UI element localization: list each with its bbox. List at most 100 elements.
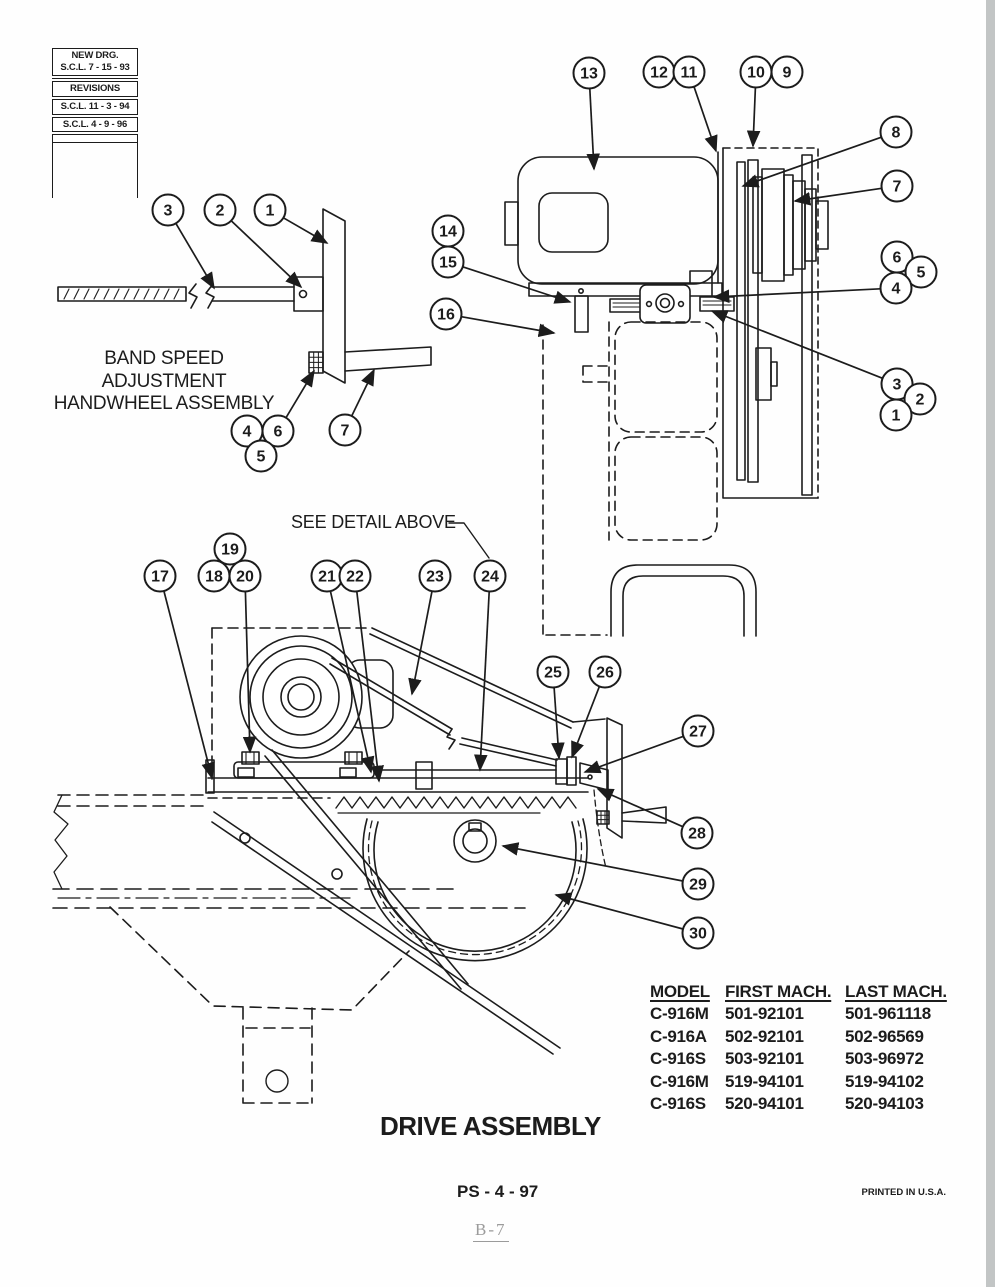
variable-speed-pulley — [752, 168, 829, 282]
callout-bubble — [904, 255, 938, 289]
callout-number: 6 — [893, 250, 902, 267]
callout-10: 10 — [739, 55, 773, 148]
handwheel-hub — [293, 276, 324, 312]
callout-29: 29 — [501, 842, 715, 901]
callout-number: 22 — [346, 569, 364, 586]
callout-number: 23 — [426, 569, 444, 586]
lower-bracket-hidden-outline — [109, 906, 410, 1104]
callout-leader-line — [554, 892, 684, 930]
callout-number: 21 — [318, 569, 336, 586]
callout-1: 1 — [879, 398, 913, 432]
threaded-rod — [57, 286, 187, 302]
callout-bubble — [261, 414, 295, 448]
callout-14: 14 — [431, 214, 465, 248]
callout-7: 7 — [328, 368, 375, 447]
wheel-hub — [453, 819, 497, 863]
callout-bubble — [213, 532, 247, 566]
callout-25: 25 — [536, 655, 570, 760]
callout-5: 5 — [904, 255, 938, 289]
callout-bubble — [672, 55, 706, 89]
callout-leader-line — [462, 265, 572, 304]
callout-leader-line — [242, 591, 257, 754]
callout-number: 27 — [689, 724, 707, 741]
mounting-plate — [207, 777, 589, 793]
callout-7: 7 — [793, 169, 914, 206]
callout-leader-line — [473, 591, 491, 772]
callout-number: 13 — [580, 66, 598, 83]
callout-15: 15 — [431, 245, 572, 304]
callout-bubble — [244, 439, 278, 473]
callout-leader-line — [329, 590, 375, 774]
handwheel-disc — [322, 208, 346, 384]
callout-number: 28 — [688, 826, 706, 843]
revision-block-tail — [52, 143, 138, 199]
callout-4: 4 — [230, 414, 264, 448]
callout-27: 27 — [583, 714, 715, 774]
callout-bubble — [770, 55, 804, 89]
table-cell: 501-961118 — [845, 1004, 931, 1024]
callout-leader-line — [551, 687, 565, 760]
callout-leader-line — [583, 735, 684, 774]
callout-number: 3 — [164, 203, 173, 220]
callout-number: 17 — [151, 569, 169, 586]
callout-leader-line — [693, 86, 718, 153]
callout-leader-line — [571, 686, 601, 759]
motor-pulley — [239, 635, 363, 759]
frame-hidden-lines — [52, 794, 526, 909]
table-cell: C-916S — [650, 1094, 706, 1114]
callout-bubble — [903, 382, 937, 416]
lower-belt — [264, 749, 469, 990]
callout-number: 5 — [917, 265, 926, 282]
table-cell: C-916M — [650, 1004, 709, 1024]
callout-bubble — [681, 916, 715, 950]
callout-leader-line — [741, 136, 882, 188]
callout-number: 30 — [689, 926, 707, 943]
callout-24: 24 — [473, 559, 507, 772]
callout-8: 8 — [741, 115, 913, 188]
callout-number: 5 — [257, 449, 266, 466]
callout-bubble — [473, 559, 507, 593]
page-title: DRIVE ASSEMBLY — [380, 1111, 601, 1141]
callout-bubble — [588, 655, 622, 689]
callout-number: 7 — [893, 179, 902, 196]
callout-2: 2 — [203, 193, 303, 289]
document-code: PS - 4 - 97 — [457, 1182, 539, 1201]
callout-bubble — [536, 655, 570, 689]
callout-bubble — [681, 867, 715, 901]
callout-11: 11 — [672, 55, 718, 153]
table-cell: 520-94103 — [845, 1094, 924, 1114]
revision-block: NEW DRG. S.C.L. 7 - 15 - 93 REVISIONS S.… — [52, 48, 138, 199]
callout-12: 12 — [642, 55, 676, 89]
callout-4: 4 — [712, 271, 913, 305]
table-cell: 519-94101 — [725, 1071, 804, 1091]
callout-number: 12 — [650, 65, 668, 82]
revision-empty-row — [52, 134, 138, 144]
callout-number: 4 — [892, 281, 901, 298]
frame-brace — [211, 811, 561, 1055]
callout-9: 9 — [770, 55, 804, 89]
handwheel-handle — [344, 346, 432, 372]
table-header-cell: MODEL — [650, 982, 710, 1001]
callout-bubble — [228, 559, 262, 593]
callout-bubble — [431, 245, 465, 279]
callout-number: 3 — [893, 377, 902, 394]
see-detail-pointer-line — [448, 522, 490, 559]
callout-number: 9 — [783, 65, 792, 82]
page-edge-shadow — [986, 0, 995, 1287]
callout-leader-line — [712, 287, 881, 304]
revision-entry: S.C.L. 4 - 9 - 96 — [52, 116, 138, 133]
callout-number: 7 — [341, 423, 350, 440]
callout-17: 17 — [143, 559, 215, 780]
callout-bubble — [338, 559, 372, 593]
callout-number: 4 — [243, 424, 252, 441]
machine-column-hidden-outline — [542, 321, 718, 641]
callout-bubble — [681, 714, 715, 748]
revision-title: REVISIONS — [52, 80, 138, 97]
callout-number: 15 — [439, 255, 457, 272]
printed-note: PRINTED IN U.S.A. — [861, 1187, 946, 1198]
